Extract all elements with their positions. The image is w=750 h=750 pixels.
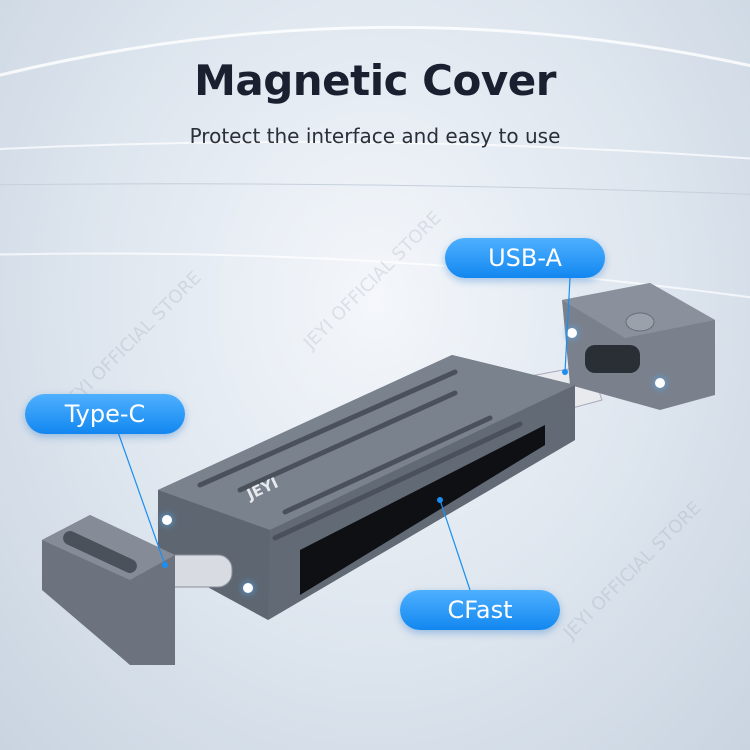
page-title: Magnetic Cover [194, 56, 556, 105]
page-subtitle: Protect the interface and easy to use [189, 124, 561, 148]
cfast-slot [300, 425, 545, 595]
label-usb-a: USB-A [445, 238, 605, 278]
label-type-c: Type-C [25, 394, 185, 434]
body-top [158, 355, 575, 530]
label-cfast: CFast [400, 590, 560, 630]
